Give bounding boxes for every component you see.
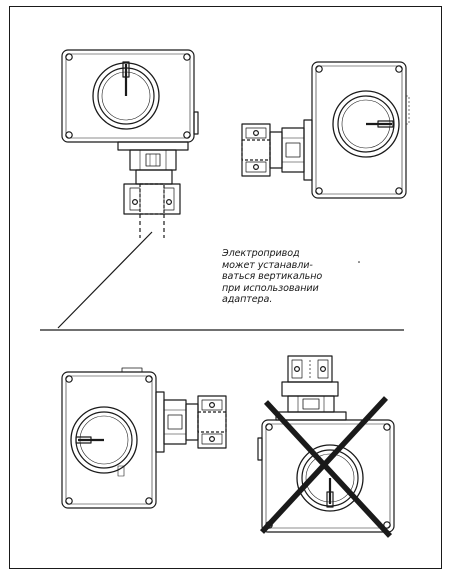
actuator-horizontal-right xyxy=(241,61,410,199)
note-line-5: адаптера. xyxy=(222,294,273,306)
actuator-vertical-top xyxy=(61,49,199,238)
cross-mark-icon xyxy=(259,396,393,538)
note-line-3: ваться вертикально xyxy=(222,271,323,283)
leader-line xyxy=(57,231,153,329)
note-line-1: Электропривод xyxy=(222,248,300,259)
dot-mark xyxy=(358,261,360,263)
actuator-horizontal-left xyxy=(61,367,227,509)
actuator-inverted xyxy=(257,355,395,533)
page-frame xyxy=(9,6,442,569)
note-line-4: при использовании xyxy=(222,282,319,294)
note-line-2: может устанавли- xyxy=(222,259,313,271)
mounting-note: Электропривод может устанавли- ваться ве… xyxy=(222,248,382,306)
